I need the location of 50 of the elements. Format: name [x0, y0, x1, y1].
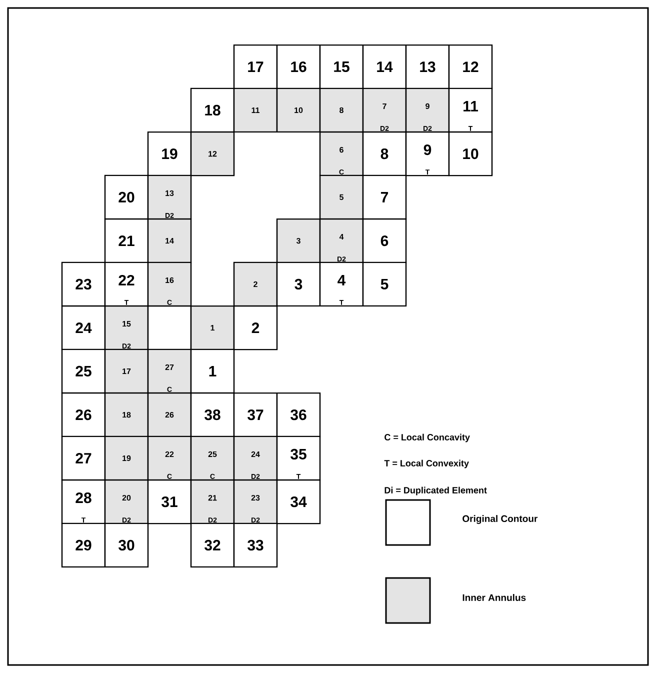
grid-cell: 19	[147, 131, 192, 176]
legend-note: Di = Duplicated Element	[384, 486, 487, 496]
grid-cell: 14	[362, 44, 407, 90]
grid-cell: 36	[276, 392, 321, 438]
grid-cell: 29	[61, 522, 106, 568]
grid-cell: 23	[61, 262, 106, 307]
grid-cell: 19	[104, 436, 149, 481]
grid-cell: 3	[276, 262, 321, 307]
grid-cell: 5	[319, 174, 364, 220]
grid-cell: 3	[276, 218, 321, 264]
grid-cell: 1	[190, 348, 235, 394]
grid-cell: 37	[233, 392, 278, 438]
grid-cell: 18	[104, 392, 149, 438]
grid-cell: 8	[319, 88, 364, 133]
grid-cell: 26	[147, 392, 192, 438]
grid-cell: 26	[61, 392, 106, 438]
grid-cell: 18	[190, 88, 235, 133]
grid-cell: 16	[276, 44, 321, 90]
grid-cell: 10	[448, 131, 493, 176]
legend-note: T = Local Convexity	[384, 460, 469, 468]
grid-cell: 21	[104, 218, 149, 264]
grid-cell: 17	[233, 44, 278, 90]
legend-note: C = Local Concavity	[384, 434, 470, 442]
grid-cell: 32	[190, 522, 235, 568]
grid-cell: 6	[362, 218, 407, 264]
grid-cell: 31	[147, 479, 192, 524]
grid-cell: 15	[319, 44, 364, 90]
grid-cell: 30	[104, 522, 149, 568]
grid-cell: 12	[190, 131, 235, 176]
grid-cell: 13	[405, 44, 450, 90]
grid-cell: 33	[233, 522, 278, 568]
grid-cell: 11	[233, 88, 278, 133]
grid-cell: 2	[233, 305, 278, 350]
grid-cell: 14	[147, 218, 192, 264]
legend-label: Original Contour	[462, 515, 538, 524]
grid-cell: 2	[233, 262, 278, 307]
grid-cell: 24	[61, 305, 106, 350]
grid-cell: 25	[61, 348, 106, 394]
grid-cell: 34	[276, 479, 321, 524]
grid-cell: 27	[61, 436, 106, 481]
legend-label: Inner Annulus	[462, 594, 526, 601]
grid-cell: 17	[104, 348, 149, 394]
grid-cell: 1	[190, 305, 235, 350]
grid-cell: 10	[276, 88, 321, 133]
grid-cell: 38	[190, 392, 235, 438]
grid-cell: 12	[448, 44, 493, 90]
grid-cell: 7	[362, 174, 407, 220]
grid-cell: 8	[362, 131, 407, 176]
grid-cell: 5	[362, 262, 407, 307]
grid-cell: 20	[104, 174, 149, 220]
